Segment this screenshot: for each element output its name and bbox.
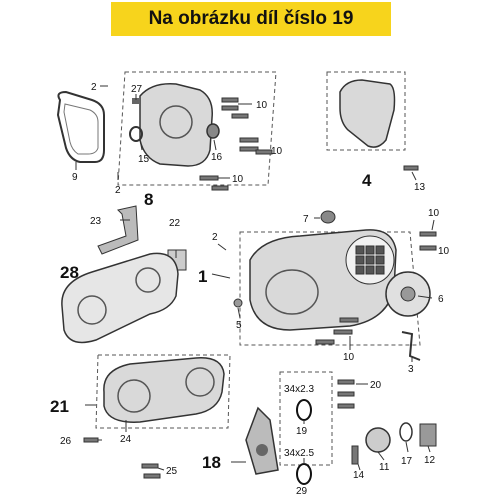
cover-part-4 bbox=[339, 79, 396, 148]
leader-lines bbox=[75, 85, 435, 471]
group-frame-18 bbox=[279, 371, 333, 466]
group-label-18: 18 bbox=[202, 453, 221, 472]
callout-6: 6 bbox=[438, 294, 444, 305]
screw-part-13 bbox=[403, 165, 419, 171]
cover-part-18 bbox=[245, 406, 279, 475]
callout-10: 10 bbox=[232, 174, 244, 185]
group-frame-21 bbox=[95, 354, 231, 429]
bracket-part-23 bbox=[97, 205, 139, 255]
air-filter-grille bbox=[345, 235, 395, 285]
cover-18-center bbox=[256, 444, 268, 456]
screws-25 bbox=[141, 463, 161, 479]
screw-part-14 bbox=[351, 445, 359, 465]
cover-part-8 bbox=[139, 83, 213, 167]
callout-2: 2 bbox=[91, 82, 97, 93]
cover-28-hole-b bbox=[135, 267, 161, 293]
cover-21-pulley-b bbox=[185, 367, 215, 397]
title-banner: Na obrázku díl číslo 19 bbox=[111, 2, 391, 36]
o-ring-part-19 bbox=[296, 399, 312, 421]
seal-part-7 bbox=[320, 210, 336, 224]
group-frame-8 bbox=[117, 71, 277, 186]
group-label-4: 4 bbox=[362, 171, 372, 190]
callout-17: 17 bbox=[401, 456, 413, 467]
cover-part-28 bbox=[61, 252, 179, 344]
callout-22: 22 bbox=[169, 218, 181, 229]
callout-10: 10 bbox=[343, 352, 355, 363]
gasket-part-9 bbox=[56, 90, 105, 163]
callout-12: 12 bbox=[424, 455, 436, 466]
screws-8 bbox=[199, 97, 273, 191]
callout-10: 10 bbox=[271, 146, 283, 157]
callout-27: 27 bbox=[131, 84, 143, 95]
callout-16: 16 bbox=[211, 152, 223, 163]
seal-part-15 bbox=[129, 126, 143, 142]
callout-2: 2 bbox=[115, 185, 121, 196]
callout-2: 2 bbox=[212, 232, 218, 243]
dowel-part-5 bbox=[233, 298, 243, 308]
seal-size-19: 34x2.3 bbox=[284, 384, 314, 395]
cover-28-hole-a bbox=[77, 295, 107, 325]
callout-10: 10 bbox=[428, 208, 440, 219]
callout-29: 29 bbox=[296, 486, 308, 497]
screw-part-26 bbox=[83, 437, 99, 443]
title-text: Na obrázku díl číslo 19 bbox=[148, 8, 354, 29]
cover-part-21 bbox=[103, 357, 225, 423]
plate-6-hub bbox=[400, 286, 416, 302]
cover-1-pulley-area bbox=[265, 269, 319, 315]
callout-7: 7 bbox=[303, 214, 309, 225]
callout-23: 23 bbox=[90, 216, 102, 227]
callout-19: 19 bbox=[296, 426, 308, 437]
group-label-28: 28 bbox=[60, 263, 79, 282]
washer-part-17 bbox=[399, 422, 413, 442]
gasket-inner-9 bbox=[63, 103, 99, 155]
strainer-part-12 bbox=[419, 423, 437, 447]
screws-20 bbox=[337, 379, 355, 409]
screws-1 bbox=[315, 231, 437, 345]
o-ring-part-29 bbox=[296, 463, 312, 485]
callout-10: 10 bbox=[438, 246, 450, 257]
group-label-21: 21 bbox=[50, 397, 69, 416]
plug-part-11 bbox=[365, 427, 391, 453]
callout-10: 10 bbox=[256, 100, 268, 111]
callout-5: 5 bbox=[236, 320, 242, 331]
group-label-1: 1 bbox=[198, 267, 207, 286]
plug-part-27 bbox=[132, 98, 140, 104]
callout-13: 13 bbox=[414, 182, 426, 193]
callout-15: 15 bbox=[138, 154, 150, 165]
group-label-8: 8 bbox=[144, 190, 153, 209]
seal-size-29: 34x2.5 bbox=[284, 448, 314, 459]
cover-21-pulley-a bbox=[117, 379, 151, 413]
group-frame-4 bbox=[326, 71, 406, 151]
callout-14: 14 bbox=[353, 470, 365, 481]
callout-20: 20 bbox=[370, 380, 382, 391]
callout-26: 26 bbox=[60, 436, 72, 447]
callout-25: 25 bbox=[166, 466, 178, 477]
cover-boss bbox=[159, 105, 193, 139]
callout-24: 24 bbox=[120, 434, 132, 445]
callout-11: 11 bbox=[379, 462, 390, 473]
seal-part-16 bbox=[206, 123, 220, 139]
clip-part-3 bbox=[401, 331, 421, 361]
callout-3: 3 bbox=[408, 364, 414, 375]
callout-9: 9 bbox=[72, 172, 78, 183]
